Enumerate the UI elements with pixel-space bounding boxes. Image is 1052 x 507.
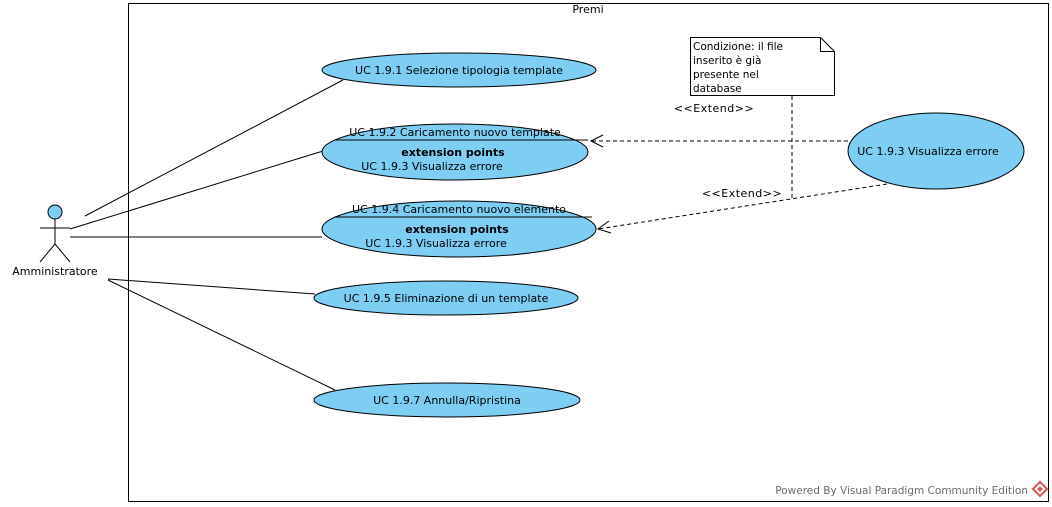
use-case-1-9-2[interactable]: UC 1.9.2 Caricamento nuovo template exte… [321,123,589,181]
associations [69,79,344,391]
note-shape [690,37,835,96]
actor-right-leg [54,243,71,263]
system-boundary [128,3,1049,502]
actor-name: Amministratore [12,265,98,278]
extend-label-2: <<Extend>> [702,187,782,200]
use-case-ellipse [313,382,581,418]
extension-point: UC 1.9.3 Visualizza errore [365,237,507,250]
use-case-ellipse [321,200,597,258]
note-line-2: inserito è già [693,55,761,67]
note-fold [820,37,835,52]
use-case-1-9-4[interactable]: UC 1.9.4 Caricamento nuovo elemento exte… [321,200,597,258]
extend-label-1: <<Extend>> [674,102,754,115]
use-case-1-9-1[interactable]: UC 1.9.1 Selezione tipologia template [321,52,597,88]
use-case-1-9-7[interactable]: UC 1.9.7 Annulla/Ripristina [313,382,581,418]
actor-left-leg [39,243,56,263]
use-case-1-9-3[interactable]: UC 1.9.3 Visualizza errore [847,112,1025,190]
note-line-1: Condizione: il file [693,41,783,53]
association-uc-1-9-2 [69,150,324,230]
extension-points-heading: extension points [401,146,505,159]
condition-note[interactable]: Condizione: il file inserito è già prese… [690,37,835,96]
association-uc-1-9-7 [107,279,336,391]
extension-points-heading: extension points [405,223,509,236]
note-line-3: presente nel [693,69,759,81]
use-case-label: UC 1.9.1 Selezione tipologia template [355,64,563,77]
extend-relationships [589,96,888,234]
use-case-label: UC 1.9.5 Eliminazione di un template [344,292,549,305]
extend-arrowhead-2 [596,220,612,234]
visual-paradigm-logo-icon [1031,480,1049,498]
use-case-ellipse [321,52,597,88]
extend-arrowhead-1 [589,134,604,148]
use-case-ellipse [321,123,589,181]
footer-watermark: Powered By Visual Paradigm Community Edi… [775,485,1028,497]
use-case-label: UC 1.9.7 Annulla/Ripristina [373,394,521,407]
use-case-ellipse [847,112,1025,190]
association-uc-1-9-5 [107,278,316,295]
actor-amministratore[interactable]: Amministratore [12,204,98,278]
actor-head [47,204,63,220]
note-line-4: database [693,83,742,95]
use-case-label: UC 1.9.3 Visualizza errore [857,145,999,158]
association-uc-1-9-1 [84,79,344,217]
use-case-label: UC 1.9.4 Caricamento nuovo elemento [352,203,566,216]
use-case-ellipse [313,280,579,316]
use-case-label: UC 1.9.2 Caricamento nuovo template [349,126,561,139]
extension-point: UC 1.9.3 Visualizza errore [361,160,503,173]
system-title: Premi [572,3,603,16]
use-case-1-9-5[interactable]: UC 1.9.5 Eliminazione di un template [313,280,579,316]
